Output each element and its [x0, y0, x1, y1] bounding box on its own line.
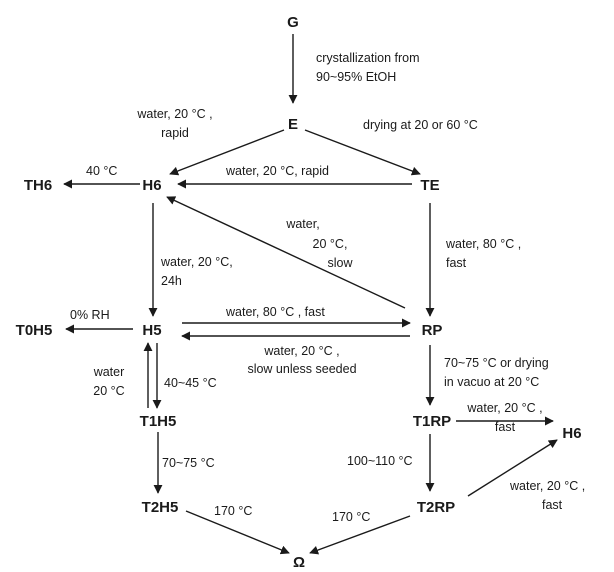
- node-t1rp: T1RP: [413, 413, 451, 430]
- label-t2rp-h6-line1: water, 20 °C ,: [509, 479, 585, 493]
- node-rp: RP: [422, 322, 443, 339]
- arrow-e-to-h6: [169, 129, 285, 176]
- node-h5: H5: [142, 322, 161, 339]
- node-t0h5: T0H5: [16, 322, 53, 339]
- label-h5-rp: water, 80 °C , fast: [225, 305, 325, 319]
- label-t1h5-t2h5: 70~75 °C: [162, 456, 215, 470]
- label-rp-h5-line2: slow unless seeded: [247, 362, 356, 376]
- label-t1h5-h5-line2: 20 °C: [93, 384, 124, 398]
- arrow-t2rp-to-omega: [309, 515, 411, 555]
- label-h6-h5-line1: water, 20 °C,: [160, 255, 233, 269]
- label-t1rp-h6-line1: water, 20 °C ,: [466, 401, 542, 415]
- label-te-rp-line1: water, 80 °C ,: [445, 237, 521, 251]
- label-e-h6-line1: water, 20 °C ,: [136, 107, 212, 121]
- label-rp-t1rp-line1: 70~75 °C or drying: [444, 356, 549, 370]
- node-t2h5: T2H5: [142, 499, 179, 516]
- label-h5-t0h5: 0% RH: [70, 308, 110, 322]
- label-g-e-line2: 90~95% EtOH: [316, 70, 396, 84]
- label-rp-h6-line1: water,: [285, 217, 319, 231]
- label-rp-h5-line1: water, 20 °C ,: [263, 344, 339, 358]
- label-g-e-line1: crystallization from: [316, 51, 420, 65]
- label-rp-h6-line2: 20 °C,: [313, 237, 348, 251]
- label-h6-th6: 40 °C: [86, 164, 117, 178]
- node-e: E: [288, 116, 298, 133]
- node-h6-right: H6: [562, 425, 581, 442]
- node-g: G: [287, 14, 299, 31]
- label-t2h5-omega: 170 °C: [214, 504, 252, 518]
- label-rp-t1rp-line2: in vacuo at 20 °C: [444, 375, 539, 389]
- node-t2rp: T2RP: [417, 499, 455, 516]
- node-te: TE: [420, 177, 439, 194]
- label-t1h5-h5-line1: water: [93, 365, 125, 379]
- label-te-h6: water, 20 °C, rapid: [225, 164, 329, 178]
- label-h6-h5-line2: 24h: [161, 274, 182, 288]
- node-h6: H6: [142, 177, 161, 194]
- label-e-te: drying at 20 or 60 °C: [363, 118, 478, 132]
- label-h5-t1h5: 40~45 °C: [164, 376, 217, 390]
- label-e-h6-line2: rapid: [161, 126, 189, 140]
- node-th6: TH6: [24, 177, 52, 194]
- node-omega: Ω: [293, 554, 305, 571]
- label-t1rp-h6-line2: fast: [495, 420, 516, 434]
- label-t1rp-t2rp: 100~110 °C: [347, 454, 413, 468]
- arrow-e-to-te: [304, 129, 421, 176]
- node-t1h5: T1H5: [140, 413, 177, 430]
- arrow-t2rp-to-h6: [467, 439, 558, 497]
- arrow-rp-to-h6: [166, 196, 406, 309]
- label-rp-h6-line3: slow: [327, 256, 353, 270]
- label-t2rp-omega: 170 °C: [332, 510, 370, 524]
- label-te-rp-line2: fast: [446, 256, 467, 270]
- arrow-t2h5-to-omega: [185, 510, 290, 555]
- label-t2rp-h6-line2: fast: [542, 498, 563, 512]
